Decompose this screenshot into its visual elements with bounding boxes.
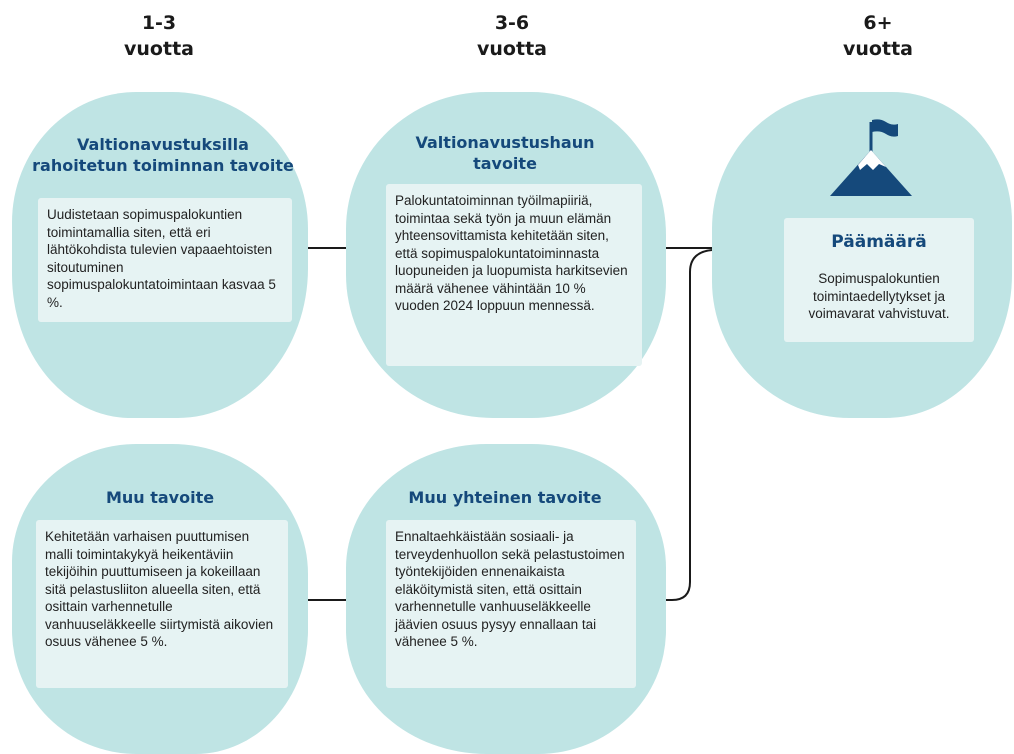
column-header-3: 6+ vuotta: [788, 10, 968, 62]
goal-card: [784, 218, 974, 342]
column-header-2-unit: vuotta: [477, 38, 547, 60]
goal-block-muu1-title: Muu tavoite: [105, 488, 215, 507]
connector-bottom-2: [660, 248, 717, 601]
goal-block-vaka1-title: Valtionavustuksilla rahoitetun toiminnan…: [32, 135, 294, 175]
goal-block-vaka2-title: Valtionavustushaun tavoite: [415, 133, 595, 173]
column-header-2-range: 3-6: [494, 12, 530, 34]
goal-block-vaka2-card: Palokuntatoiminnan työilmapiiriä, toimin…: [386, 184, 642, 366]
column-header-1: 1-3 vuotta: [69, 10, 249, 62]
column-header-2: 3-6 vuotta: [422, 10, 602, 62]
mountain-flag-icon: [830, 119, 912, 196]
goal-block-vaka1-card: Uudistetaan sopimuspalokuntien toimintam…: [38, 198, 292, 322]
goal-title: Päämäärä: [831, 232, 927, 252]
goal-block-muu2-card: Ennaltaehkäistään sosiaali- ja terveyden…: [386, 520, 636, 688]
column-header-3-range: 6+: [863, 12, 893, 34]
goal-block-muu2-title: Muu yhteinen tavoite: [408, 488, 602, 507]
goal-block-muu1-card: Kehitetään varhaisen puuttumisen malli t…: [36, 520, 288, 688]
goal-text: Sopimuspalokuntien toimintaedellytykset …: [808, 271, 950, 321]
column-header-1-range: 1-3: [141, 12, 177, 34]
column-header-3-unit: vuotta: [843, 38, 913, 60]
column-header-1-unit: vuotta: [124, 38, 194, 60]
